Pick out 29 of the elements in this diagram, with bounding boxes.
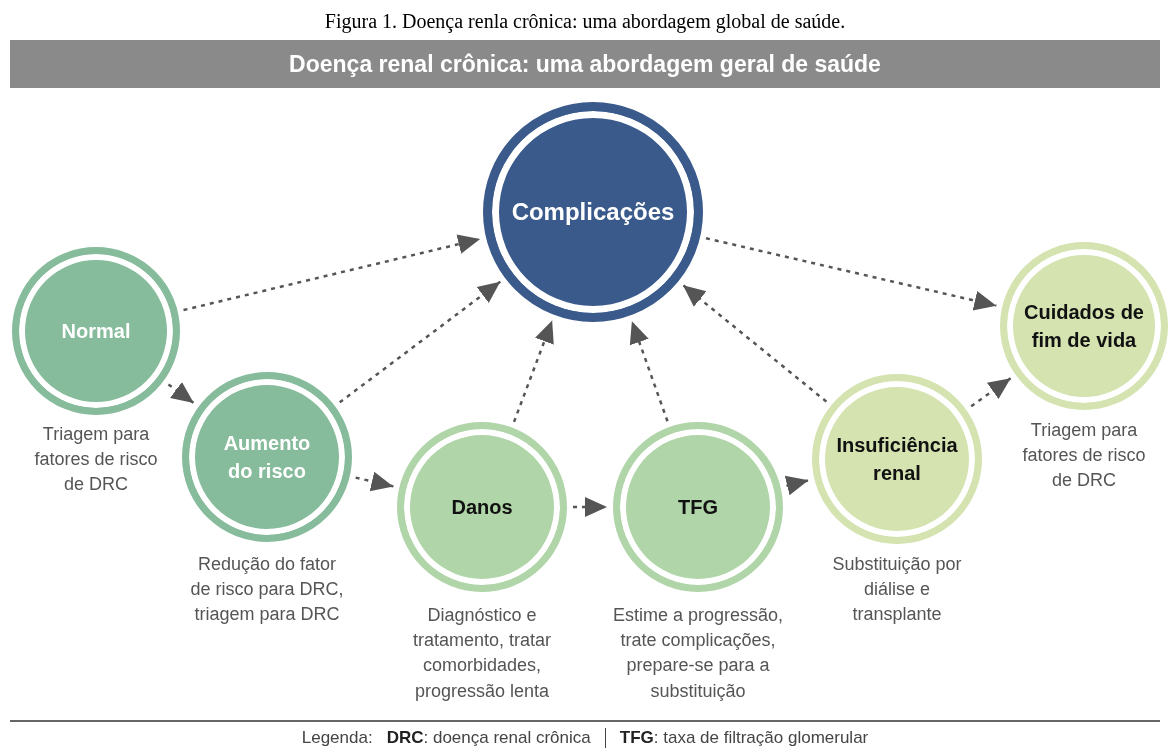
dashed-arrow (970, 377, 1012, 408)
legend-note: Legenda: (301, 728, 373, 748)
dashed-arrow (512, 320, 554, 423)
node-label: Danos (451, 495, 513, 520)
dashed-arrow (705, 237, 997, 311)
node-description: Substituição por diálise e transplante (832, 553, 962, 627)
node-description: Triagem para fatores de risco de DRC (33, 423, 159, 497)
dashed-arrow (355, 471, 394, 492)
node-description: Redução do fator de risco para DRC, triagem para DRC (189, 553, 345, 627)
dashed-arrow (573, 497, 607, 517)
node-description: Diagnóstico e tratamento, tratar comorbidades, progressão lenta (411, 604, 553, 703)
legend-note: DRC: doença renal crônica (386, 728, 591, 748)
dashed-arrow (629, 320, 669, 422)
node-label: Cuidados de fim de vida (1023, 300, 1145, 353)
node-label: Aumento do risco (222, 431, 312, 484)
node-description: Estime a progressão, trate complicações, prepare-se para a substituição (611, 604, 785, 703)
node-label: Normal (61, 319, 131, 344)
legend-note: TFG: taxa de filtração glomerular (619, 728, 869, 748)
node-label: Complicações (511, 197, 675, 228)
node-label: Insuficiência renal (835, 433, 959, 486)
dashed-arrow (682, 284, 828, 403)
figure-caption: Figura 1. Doença renla crônica: uma abordagem global de saúde. (323, 10, 847, 33)
title: Doença renal crônica: uma abordagem geral de saúde (289, 50, 881, 78)
node-label: TFG (678, 495, 718, 520)
dashed-arrow (183, 234, 481, 312)
dashed-arrow (784, 475, 809, 496)
dashed-arrow (339, 280, 501, 404)
dashed-arrow (167, 381, 195, 405)
node-description: Triagem para fatores de risco de DRC (1021, 419, 1147, 493)
